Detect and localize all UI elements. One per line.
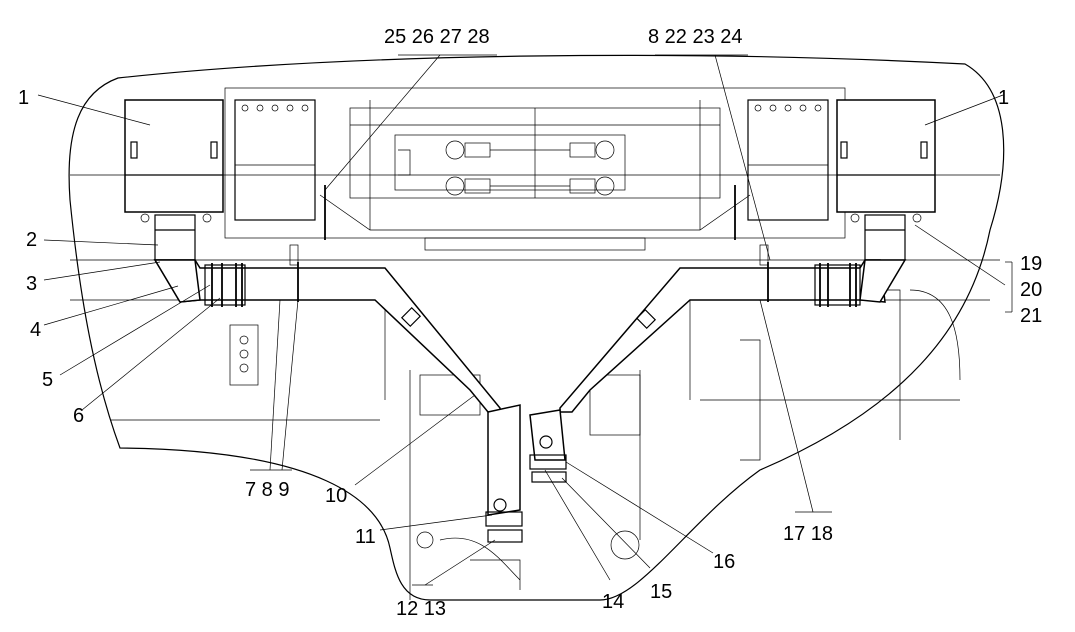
callout-c3: 3 — [26, 273, 37, 295]
callout-c11: 11 — [355, 526, 376, 548]
callout-c20: 20 — [1020, 279, 1042, 301]
leader-lines — [37, 54, 1013, 586]
callout-c25_28: 25 26 27 28 — [384, 26, 490, 48]
callout-c1_left: 1 — [18, 87, 29, 109]
callout-c10: 10 — [325, 485, 347, 507]
callout-c16: 16 — [713, 551, 735, 573]
callout-c4: 4 — [30, 319, 41, 341]
duct-assembly — [153, 185, 907, 543]
left-air-filter — [124, 99, 316, 261]
callout-c7_8_9: 7 8 9 — [245, 479, 289, 501]
right-air-filter — [747, 99, 936, 261]
callout-c12_13: 12 13 — [396, 598, 446, 620]
callout-c6: 6 — [73, 405, 84, 427]
callout-c1_right: 1 — [998, 87, 1009, 109]
callout-c14: 14 — [602, 591, 624, 613]
body-outline — [68, 54, 1005, 601]
callout-c2: 2 — [26, 229, 37, 251]
callout-c19: 19 — [1020, 253, 1042, 275]
callout-c8_24: 8 22 23 24 — [648, 26, 743, 48]
callout-c17_18: 17 18 — [783, 523, 833, 545]
callout-labels: 1 1 2 3 4 5 6 7 8 9 10 11 12 13 14 15 16… — [18, 26, 1042, 620]
callout-c5: 5 — [42, 369, 53, 391]
callout-c15: 15 — [650, 581, 672, 603]
callout-c21: 21 — [1020, 305, 1042, 327]
